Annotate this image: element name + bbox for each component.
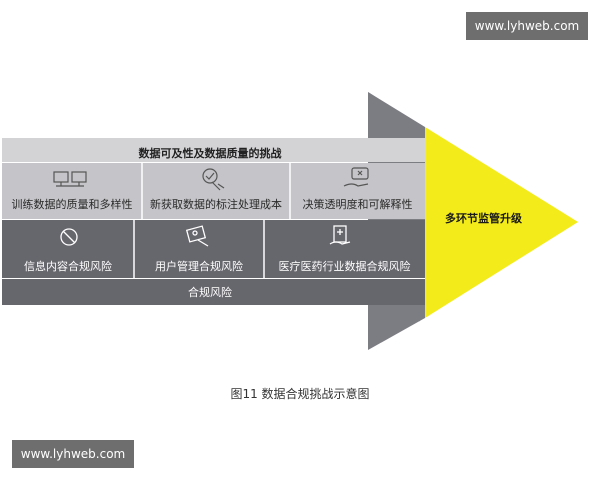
challenge-label: 新获取数据的标注处理成本	[150, 198, 282, 211]
no-entry-icon	[60, 228, 78, 246]
tagging-hand-icon	[202, 168, 225, 191]
user-card-icon	[185, 225, 209, 247]
yellow-tip	[425, 127, 578, 318]
medical-doc-icon	[329, 225, 351, 245]
monitors-icon	[53, 171, 87, 187]
footer-label: 合规风险	[188, 286, 232, 299]
figure-caption: 图11 数据合规挑战示意图	[230, 387, 370, 401]
compliance-label: 信息内容合规风险	[24, 260, 112, 273]
watermark-top: www.lyhweb.com	[466, 12, 588, 40]
watermark-bottom: www.lyhweb.com	[12, 440, 134, 468]
compliance-cell-3: 医疗医药行业数据合规风险	[264, 258, 425, 274]
compliance-label: 医疗医药行业数据合规风险	[278, 260, 411, 273]
decision-hand-icon	[343, 167, 369, 187]
compliance-cell-1: 信息内容合规风险	[2, 258, 134, 274]
compliance-cell-2: 用户管理合规风险	[134, 258, 264, 274]
tip-label: 多环节监管升级	[445, 212, 522, 225]
challenge-cell-2: 新获取数据的标注处理成本	[142, 196, 290, 212]
diagram-header: 数据可及性及数据质量的挑战	[138, 147, 282, 160]
challenge-label: 决策透明度和可解释性	[302, 198, 413, 211]
footer-band	[2, 279, 425, 305]
compliance-label: 用户管理合规风险	[155, 260, 243, 273]
header-band	[2, 138, 425, 162]
challenge-label: 训练数据的质量和多样性	[11, 198, 133, 211]
challenge-cell-3: 决策透明度和可解释性	[290, 196, 425, 212]
challenge-cell-1: 训练数据的质量和多样性	[2, 196, 142, 212]
